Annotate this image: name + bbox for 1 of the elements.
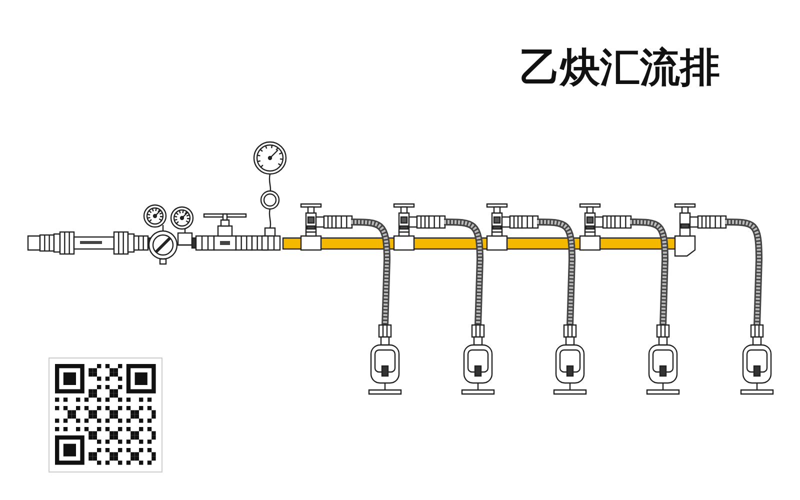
title: 乙炔汇流排 — [520, 48, 720, 88]
